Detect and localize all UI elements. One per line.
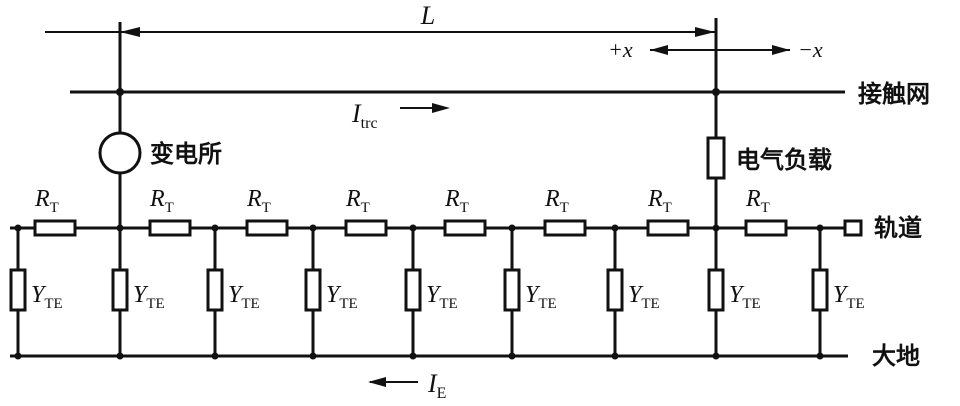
rail-node (116, 224, 124, 232)
earth-node (14, 352, 22, 360)
rail-resistor: RT (744, 186, 788, 237)
earth-line: 大地 (10, 342, 920, 370)
rail-resistor-label: RT (149, 186, 174, 216)
rail-resistor-label: RT (345, 186, 370, 216)
earth-node (116, 352, 124, 360)
substation: 变电所 (98, 22, 222, 228)
rail-resistor: RT (646, 186, 690, 237)
substation-label: 变电所 (150, 140, 222, 168)
rail-resistor-label: RT (647, 186, 672, 216)
traction-current-label: Itrc (351, 99, 378, 132)
leakage-admittance: YTE (503, 224, 557, 360)
rail-resistor-label: RT (544, 186, 569, 216)
earth-node (508, 352, 516, 360)
leakage-admittance: YTE (9, 224, 63, 360)
leakage-admittance: YTE (811, 224, 865, 360)
rail-node (309, 224, 317, 232)
earth-node (816, 352, 824, 360)
catenary-label: 接触网 (858, 80, 930, 108)
x-direction-indicator: +x −x (608, 37, 823, 62)
plus-x-label: +x (608, 37, 633, 62)
earth-label: 大地 (872, 342, 920, 370)
leakage-admittance-group: YTE YTE YTE YTE YTE YTE YTE YTE YTE (9, 224, 865, 360)
leakage-admittance: YTE (606, 224, 660, 360)
earth-node (409, 352, 417, 360)
earth-node (211, 352, 219, 360)
earth-current-indicator: IE (368, 369, 446, 402)
leakage-admittance-label: YTE (133, 282, 165, 312)
rail-resistor-label: RT (444, 186, 469, 216)
rail-label: 轨道 (874, 214, 922, 242)
rail-resistor-group: RT RT RT RT RT RT RT RT (33, 186, 788, 237)
rail-node (611, 224, 619, 232)
leakage-admittance-label: YTE (228, 282, 260, 312)
rail-node (508, 224, 516, 232)
earth-node (712, 352, 720, 360)
electrical-load: 电气负载 (706, 18, 832, 228)
leakage-admittance: YTE (304, 224, 358, 360)
leakage-admittance-label: YTE (525, 282, 557, 312)
rail-resistor: RT (543, 186, 587, 237)
leakage-admittance-label: YTE (31, 282, 63, 312)
earth-current-label: IE (427, 369, 446, 402)
leakage-admittance-label: YTE (326, 282, 358, 312)
rail-node (816, 224, 824, 232)
rail-node (14, 224, 22, 232)
rail-resistor-label: RT (34, 186, 59, 216)
leakage-admittance-label: YTE (426, 282, 458, 312)
rail-node (409, 224, 417, 232)
rail-resistor: RT (148, 186, 192, 237)
leakage-admittance-label: YTE (729, 282, 761, 312)
catenary-wire: 接触网 (70, 80, 930, 108)
traction-current-indicator: Itrc (351, 99, 450, 132)
length-dimension: L (45, 1, 715, 37)
leakage-admittance-label: YTE (628, 282, 660, 312)
rail-resistor-label: RT (246, 186, 271, 216)
earth-node (309, 352, 317, 360)
leakage-admittance: YTE (404, 224, 458, 360)
earth-node (611, 352, 619, 360)
rail-resistor: RT (245, 186, 289, 237)
minus-x-label: −x (798, 37, 823, 62)
rail-node (712, 224, 720, 232)
leakage-admittance: YTE (707, 224, 761, 360)
leakage-admittance: YTE (111, 224, 165, 360)
length-label: L (420, 1, 435, 30)
rail-resistor: RT (344, 186, 388, 237)
rail-resistor: RT (443, 186, 487, 237)
load-label: 电气负载 (736, 146, 832, 174)
rail-node (211, 224, 219, 232)
rail-resistor: RT (33, 186, 77, 237)
leakage-admittance-label: YTE (833, 282, 865, 312)
rail-resistor-label: RT (745, 186, 770, 216)
leakage-admittance: YTE (206, 224, 260, 360)
